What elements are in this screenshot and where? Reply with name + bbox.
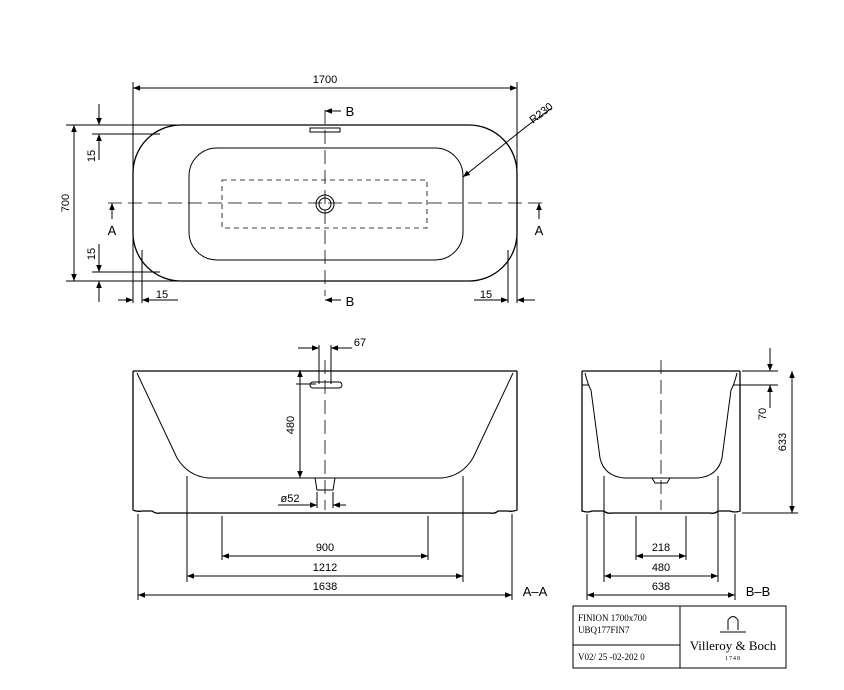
aa-overflow bbox=[309, 381, 343, 389]
aa-outer-shell bbox=[132, 371, 518, 514]
aa-drain bbox=[314, 477, 336, 491]
drain-inner bbox=[318, 197, 332, 211]
aa-inner-basin bbox=[136, 372, 514, 479]
model-line-2: UBQ177FIN7 bbox=[578, 625, 630, 635]
dim-base-length-label: 1638 bbox=[313, 581, 337, 593]
bb-outer-shell bbox=[581, 371, 741, 514]
overflow-symbol bbox=[309, 127, 341, 133]
section-b-bottom: B bbox=[346, 294, 355, 309]
dim-bb-base-width-label: 638 bbox=[652, 581, 670, 593]
dim-overflow-width-label: 67 bbox=[354, 337, 366, 349]
section-bb-label: B–B bbox=[746, 584, 771, 599]
dim-bb-foot-outer-label: 480 bbox=[652, 562, 670, 574]
dim-rim-bottom-label: 15 bbox=[86, 248, 98, 260]
drain-outer bbox=[315, 194, 335, 214]
dim-overall-width-label: 700 bbox=[60, 194, 72, 212]
section-bb: 70 633 218 480 638 B–B bbox=[581, 348, 798, 600]
dim-foot-inner-label: 900 bbox=[316, 542, 334, 554]
title-block: FINION 1700x700 UBQ177FIN7 V02/ 25 -02-2… bbox=[572, 605, 787, 669]
section-a-left: A bbox=[108, 223, 117, 238]
radius-label: R230 bbox=[527, 101, 555, 127]
section-aa: 67 480 ø52 900 1212 1638 A–A bbox=[132, 337, 548, 600]
dim-bb-foot-inner-label: 218 bbox=[652, 542, 670, 554]
section-a-right: A bbox=[535, 223, 544, 238]
inner-basin-outline bbox=[188, 147, 464, 261]
section-b-top: B bbox=[346, 104, 355, 119]
dim-overflow-height-label: 480 bbox=[285, 416, 297, 434]
dim-overall-length-label: 1700 bbox=[313, 74, 337, 86]
dim-total-height-label: 633 bbox=[777, 433, 789, 451]
top-view: 1700 700 15 15 15 15 R230 A A bbox=[60, 74, 556, 309]
section-aa-label: A–A bbox=[523, 584, 548, 599]
model-line-1: FINION 1700x700 bbox=[578, 613, 647, 623]
brand-name: Villeroy & Boch bbox=[690, 638, 777, 653]
foot-outline-dashed bbox=[221, 179, 428, 229]
dim-drain-diameter-label: ø52 bbox=[281, 493, 300, 505]
dim-foot-outer-label: 1212 bbox=[313, 562, 337, 574]
dim-rim-depth-label: 70 bbox=[757, 408, 769, 420]
dim-rim-top-label: 15 bbox=[86, 150, 98, 162]
bb-inner-basin bbox=[584, 372, 738, 479]
dim-rim-right-label: 15 bbox=[480, 289, 492, 301]
brand-year: 1748 bbox=[725, 656, 741, 662]
revision-date: V02/ 25 -02-202 0 bbox=[578, 652, 645, 662]
brand-logo-icon bbox=[720, 616, 746, 633]
dim-rim-left-label: 15 bbox=[156, 289, 168, 301]
